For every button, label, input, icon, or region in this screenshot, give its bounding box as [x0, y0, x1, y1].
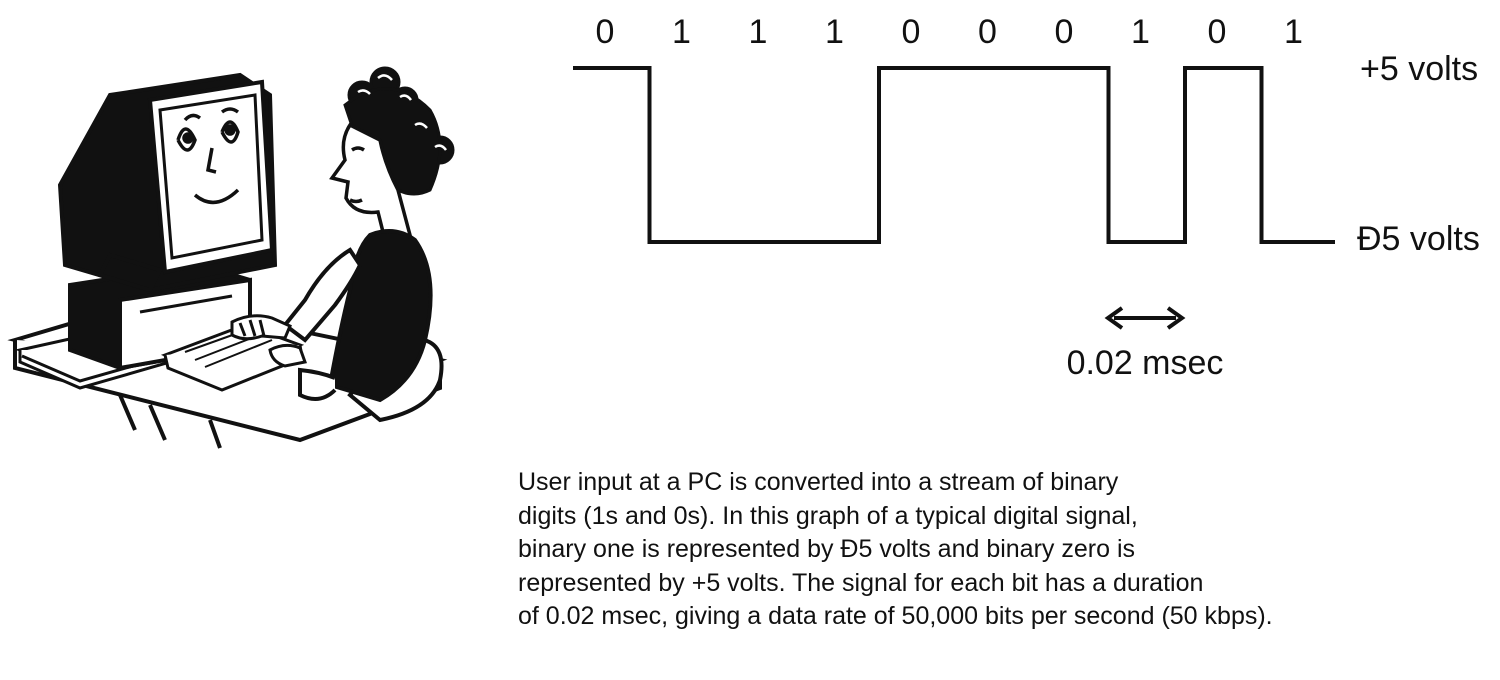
bit-labels: 0 1 1 1 0 0 0 1 0 1: [596, 13, 1303, 51]
bit-label-7: 1: [1131, 13, 1150, 51]
caption-line: binary one is represented by Đ5 volts an…: [518, 535, 1135, 563]
monitor: [57, 72, 278, 293]
caption: User input at a PC is converted into a s…: [518, 466, 1458, 634]
low-level-label: Đ5 volts: [1357, 220, 1480, 258]
bit-label-3: 1: [825, 13, 844, 51]
duration-arrow-left-head: [1104, 306, 1124, 330]
digital-signal-diagram: 0 1 1 1 0 0 0 1 0 1 +5 volts Đ5 volts 0.02 msec: [573, 13, 1480, 382]
square-waveform: [573, 66, 1335, 244]
pc-user-illustration: [7, 66, 455, 449]
person-body: [282, 229, 433, 403]
screen-face: [176, 107, 240, 205]
bit-label-6: 0: [1055, 13, 1074, 51]
high-level-label: +5 volts: [1360, 50, 1478, 88]
caption-line: represented by +5 volts. The signal for …: [518, 568, 1204, 597]
bit-duration-label: 0.02 msec: [1067, 344, 1224, 382]
bit-label-2: 1: [749, 13, 768, 51]
bit-label-8: 0: [1208, 13, 1227, 51]
person-hair-highlights: [357, 74, 448, 151]
bit-duration-arrow: [1104, 306, 1186, 330]
bit-label-9: 1: [1284, 13, 1303, 51]
bit-label-5: 0: [978, 13, 997, 51]
person-face: [329, 122, 413, 243]
person-hands: [230, 314, 307, 368]
caption-line: User input at a PC is converted into a s…: [518, 468, 1119, 496]
caption-line: of 0.02 msec, giving a data rate of 50,0…: [518, 602, 1273, 630]
bit-label-4: 0: [902, 13, 921, 51]
bit-label-0: 0: [596, 13, 615, 51]
duration-arrow-right-head: [1166, 306, 1186, 330]
person-hair: [343, 66, 455, 196]
caption-line: digits (1s and 0s). In this graph of a t…: [518, 501, 1138, 530]
bit-label-1: 1: [672, 13, 691, 51]
